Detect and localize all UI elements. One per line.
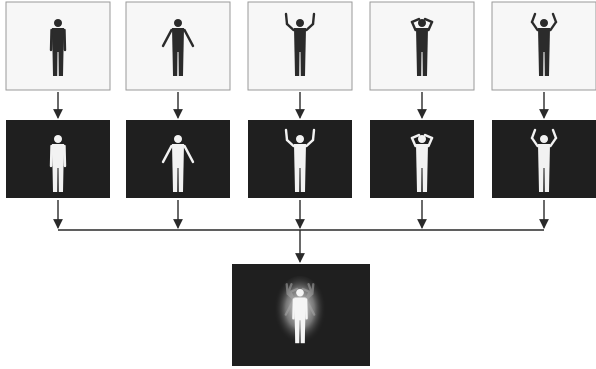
video-frame-3 (248, 2, 352, 90)
silhouette-1-arm-1 (65, 146, 66, 166)
silhouette-frame-2 (126, 120, 230, 198)
silhouette-2-torso (172, 144, 184, 168)
silhouette-frame-3 (248, 120, 352, 198)
silhouette-frame-1 (6, 120, 110, 198)
person-1-arm-1 (65, 30, 66, 50)
person-3-torso (294, 28, 306, 52)
silhouette-1-head (54, 135, 62, 143)
accumulated-motion-image (232, 264, 370, 366)
silhouette-frame-5 (492, 120, 596, 198)
trace-2-arm-3 (312, 284, 313, 294)
silhouette-1-arm-0 (51, 146, 52, 166)
silhouette-frame-4 (370, 120, 474, 198)
frame-to-silhouette-arrows (58, 92, 544, 118)
silhouette-5-head (540, 135, 548, 143)
silhouette-3-head (296, 135, 304, 143)
video-frame-4 (370, 2, 474, 90)
silhouette-3-arm-1 (286, 130, 287, 140)
silhouette-row (6, 120, 596, 198)
person-1-head (54, 19, 62, 27)
silhouette-5-torso (538, 144, 550, 168)
person-2-torso (172, 28, 184, 52)
video-frame-5 (492, 2, 596, 90)
video-frame-row (6, 2, 596, 90)
silhouette-3-arm-3 (313, 130, 314, 140)
silhouette-3-torso (294, 144, 306, 168)
person-1-torso (52, 28, 64, 52)
merge-connector (58, 200, 544, 262)
result-core-head (296, 289, 304, 297)
person-2-head (174, 19, 182, 27)
person-3-arm-1 (286, 14, 287, 24)
person-3-head (296, 19, 304, 27)
silhouette-2-head (174, 135, 182, 143)
person-5-torso (538, 28, 550, 52)
video-frame-1 (6, 2, 110, 90)
person-5-head (540, 19, 548, 27)
person-4-torso (416, 28, 428, 52)
result-core-torso (294, 298, 305, 321)
video-frame-2 (126, 2, 230, 90)
silhouette-4-torso (416, 144, 428, 168)
person-1-arm-0 (51, 30, 52, 50)
person-3-arm-3 (313, 14, 314, 24)
trace-2-arm-1 (287, 284, 288, 294)
silhouette-1-torso (52, 144, 64, 168)
